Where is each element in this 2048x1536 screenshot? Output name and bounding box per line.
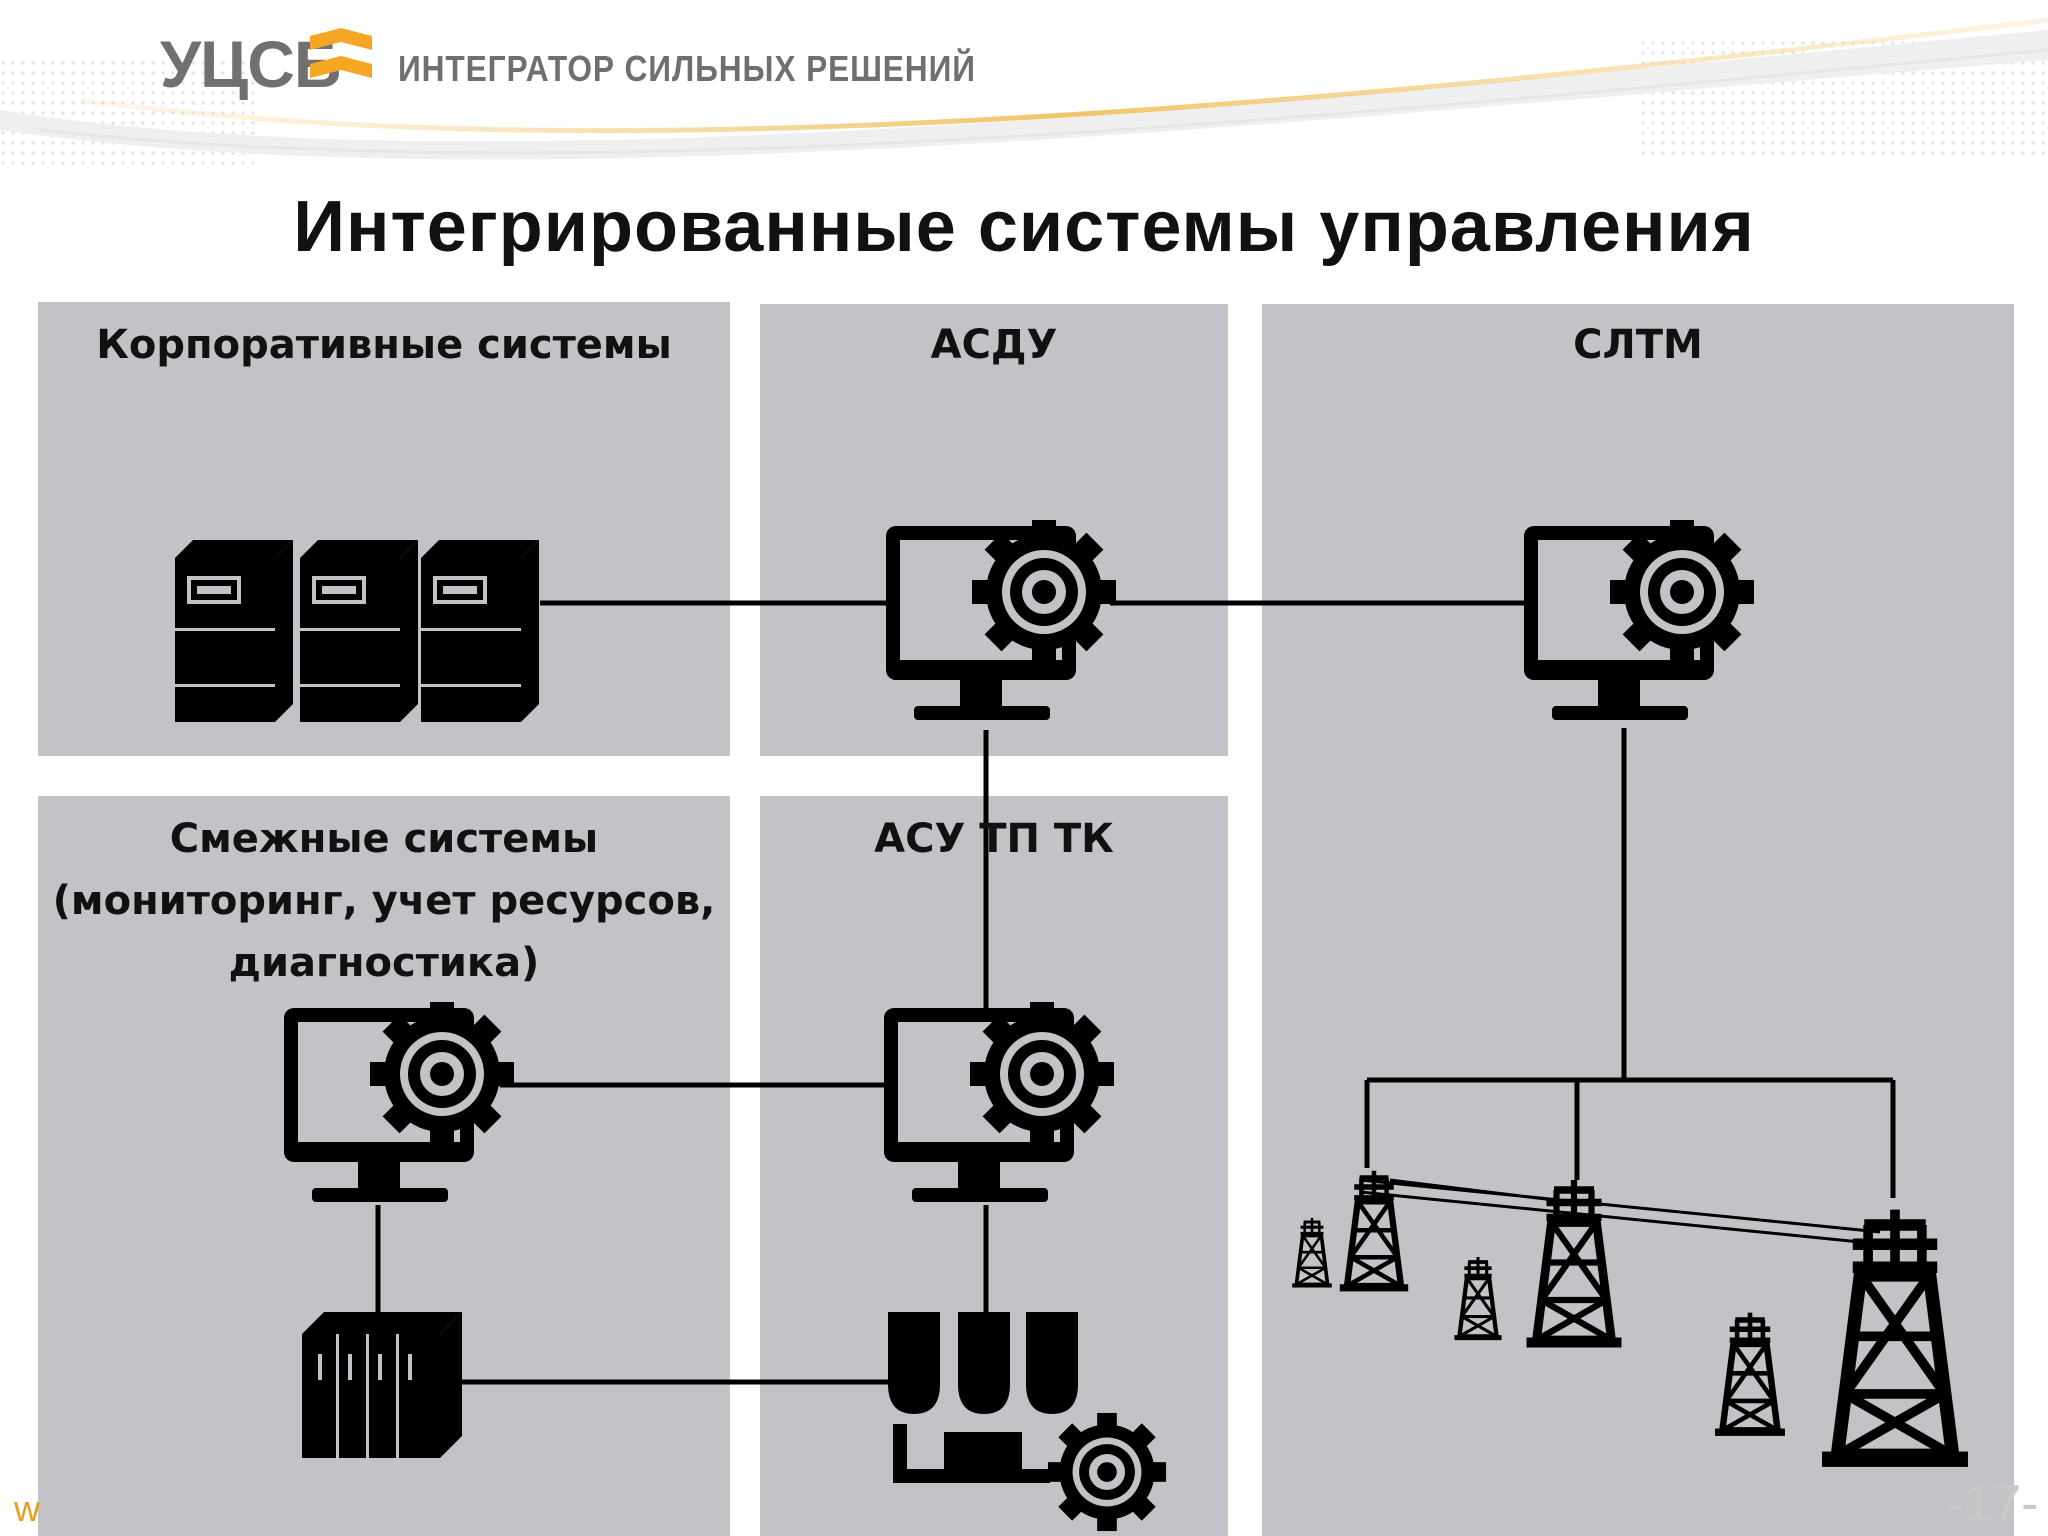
corporate-label: Корпоративные системы [96,322,672,368]
page-title: Интегрированные системы управления [293,187,1755,267]
adjacent-label-line: диагностика) [228,940,540,986]
tagline: ИНТЕГРАТОР СИЛЬНЫХ РЕШЕНИЙ [398,48,976,89]
sltm-monitor-gear-icon [1524,520,1754,720]
asutp-monitor-gear-icon [884,1002,1114,1202]
asdu-label: АСДУ [930,322,1058,368]
plc-module-icon [302,1312,462,1458]
field-devices-gear-icon [888,1312,1167,1532]
adjacent-label-line: (мониторинг, учет ресурсов, [52,878,716,924]
asutp-label: АСУ ТП ТК [874,816,1114,862]
connection-lines [375,600,1896,1385]
sltm-label: СЛТМ [1573,322,1703,368]
header-swoosh [0,17,2048,170]
footer-mark: w [14,1488,40,1529]
power-wires [1359,1178,1881,1246]
asdu-monitor-gear-icon [886,520,1116,720]
adjacent-label-line: Смежные системы [169,816,599,862]
chevron-logo-icon [310,28,372,78]
adjacent-monitor-gear-icon [284,1002,514,1202]
adjacent-label: Смежные системы (мониторинг, учет ресурс… [38,808,730,994]
power-tower-icon [1290,1171,1968,1467]
page-number: -17- [1946,1475,2039,1533]
server-rack-icon [173,538,541,724]
